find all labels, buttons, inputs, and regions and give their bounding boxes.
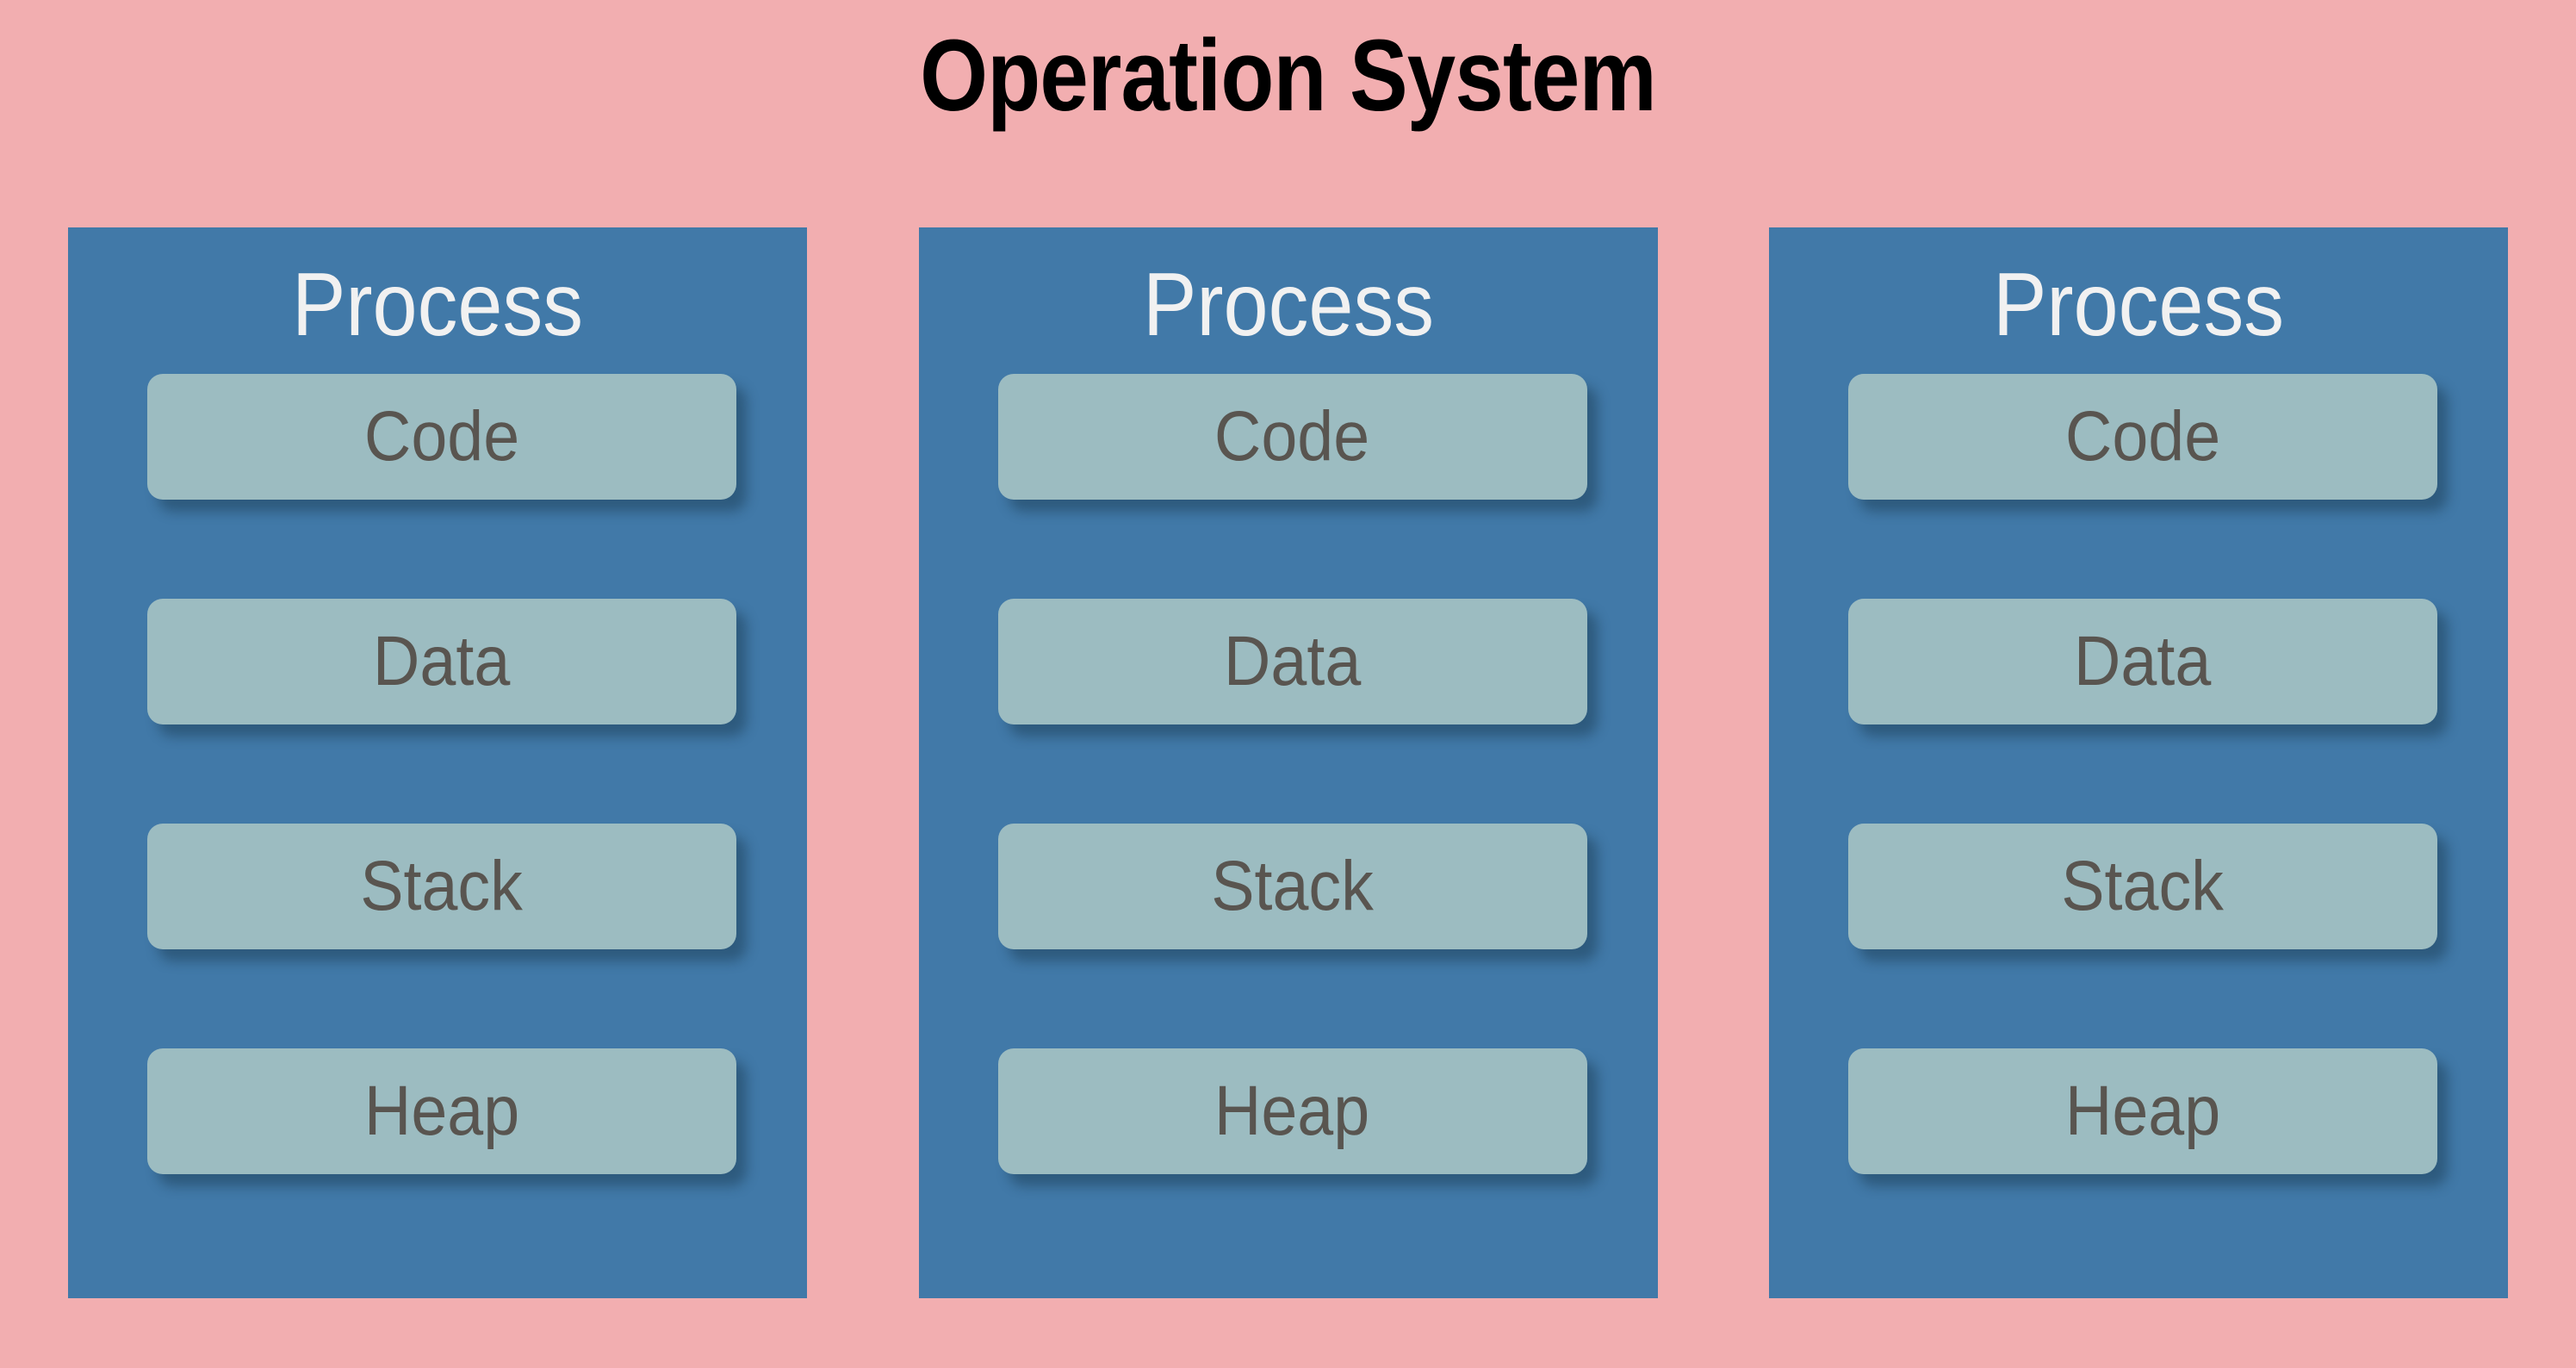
- segment-data[interactable]: Data: [147, 599, 736, 724]
- segment-stack[interactable]: Stack: [997, 824, 1587, 949]
- process-title: Process: [291, 255, 584, 355]
- segment-list: Code Data Stack Heap: [68, 374, 807, 1174]
- segment-label: Data: [373, 622, 511, 700]
- segment-list: Code Data Stack Heap: [919, 374, 1658, 1174]
- segment-data[interactable]: Data: [1848, 599, 2437, 724]
- segment-code[interactable]: Code: [147, 374, 736, 500]
- process-list: Process Code Data Stack Heap Process: [68, 227, 2508, 1298]
- segment-label: Stack: [1211, 847, 1374, 925]
- segment-label: Stack: [360, 847, 524, 925]
- segment-list: Code Data Stack Heap: [1769, 374, 2508, 1174]
- segment-heap[interactable]: Heap: [997, 1048, 1587, 1174]
- segment-label: Data: [2074, 622, 2212, 700]
- segment-heap[interactable]: Heap: [147, 1048, 736, 1174]
- process-title: Process: [1992, 255, 2285, 355]
- segment-label: Data: [1223, 622, 1362, 700]
- process-box-3[interactable]: Process Code Data Stack Heap: [1769, 227, 2508, 1298]
- segment-label: Heap: [363, 1072, 520, 1150]
- segment-label: Code: [363, 397, 520, 476]
- segment-label: Code: [2064, 397, 2221, 476]
- page-title: Operation System: [920, 19, 1657, 133]
- segment-label: Stack: [2061, 847, 2225, 925]
- process-title: Process: [1142, 255, 1434, 355]
- segment-stack[interactable]: Stack: [1848, 824, 2437, 949]
- process-box-1[interactable]: Process Code Data Stack Heap: [68, 227, 807, 1298]
- segment-label: Code: [1214, 397, 1370, 476]
- segment-code[interactable]: Code: [1848, 374, 2437, 500]
- segment-data[interactable]: Data: [997, 599, 1587, 724]
- segment-stack[interactable]: Stack: [147, 824, 736, 949]
- process-box-2[interactable]: Process Code Data Stack Heap: [918, 227, 1658, 1298]
- segment-code[interactable]: Code: [997, 374, 1587, 500]
- segment-label: Heap: [1214, 1072, 1370, 1150]
- segment-label: Heap: [2064, 1072, 2221, 1150]
- segment-heap[interactable]: Heap: [1848, 1048, 2437, 1174]
